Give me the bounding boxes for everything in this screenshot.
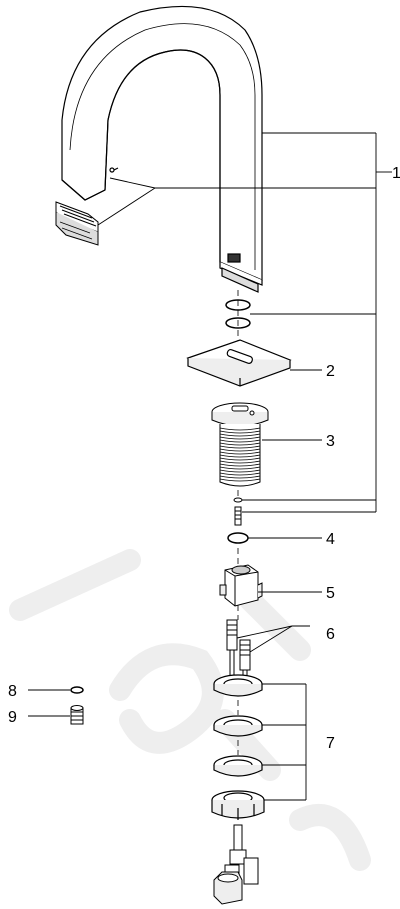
callout-8: 8 (8, 683, 17, 700)
o-ring-part (227, 532, 249, 544)
screw-part (233, 497, 243, 526)
callout-3: 3 (326, 433, 335, 450)
threaded-shank-part (211, 402, 269, 487)
mounting-rings-part (211, 674, 265, 820)
leader-lines (28, 132, 392, 801)
callout-1: 1 (392, 165, 400, 182)
callout-6: 6 (326, 626, 335, 643)
spout-part (61, 5, 263, 293)
aerator-part (55, 201, 99, 246)
callout-2: 2 (326, 363, 335, 380)
callout-9: 9 (8, 709, 17, 726)
o-rings-upper (225, 299, 251, 329)
callout-labels: 1 2 3 4 5 6 7 8 9 (8, 165, 400, 752)
callout-5: 5 (326, 585, 335, 602)
small-o-ring-part (70, 686, 84, 694)
callout-4: 4 (326, 531, 335, 548)
callout-7: 7 (326, 735, 335, 752)
base-plate-part (186, 339, 292, 387)
connector-part (219, 564, 263, 607)
filter-part (70, 705, 84, 725)
bottom-fittings-part (213, 824, 259, 905)
